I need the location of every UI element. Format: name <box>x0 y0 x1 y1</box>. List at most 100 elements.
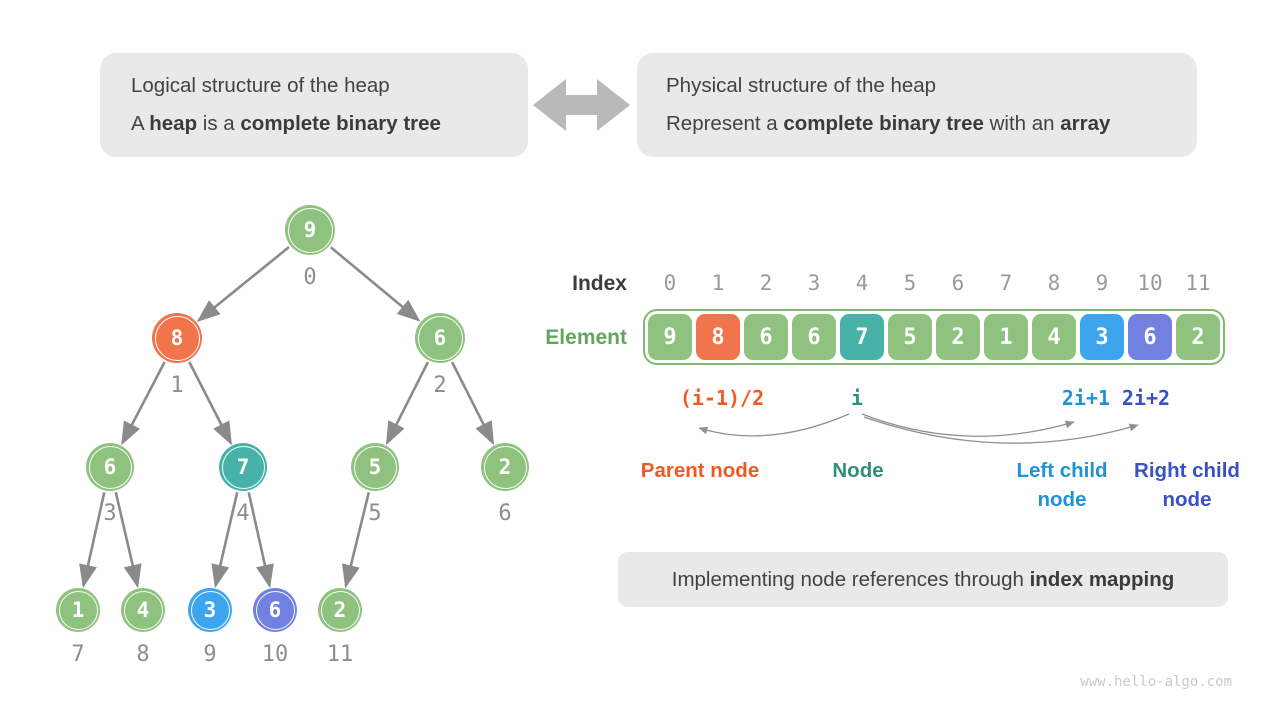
array-index-8: 8 <box>1047 271 1061 295</box>
array-cell-value: 6 <box>807 324 821 350</box>
formula-parent: (i-1)/2 <box>679 386 765 410</box>
tree-node-index-label: 6 <box>498 501 512 526</box>
tree-edge-3-8 <box>114 492 142 589</box>
array-cell-9: 3 <box>1080 314 1124 360</box>
tree-edge-4-9 <box>211 492 239 589</box>
tree-node-7: 1 <box>56 588 100 632</box>
array-index-9: 9 <box>1095 271 1109 295</box>
tree-node-11: 2 <box>318 588 362 632</box>
index-mapping-caption: Implementing node references through ind… <box>671 567 1175 591</box>
tree-node-0: 9 <box>285 205 335 255</box>
tree-edge-5-11 <box>342 491 371 589</box>
tree-node-value: 2 <box>498 455 512 479</box>
tree-node-value: 2 <box>333 598 347 622</box>
array-index-10: 10 <box>1137 271 1163 295</box>
tree-node-6: 2 <box>481 443 529 491</box>
tree-edge-0-2 <box>329 246 421 322</box>
array-cell-value: 4 <box>1047 324 1061 350</box>
formula-left-child: 2i+1 <box>1061 386 1111 410</box>
array-cell-4: 7 <box>840 314 884 360</box>
tree-edge-4-10 <box>247 492 274 589</box>
tree-node-index-label: 0 <box>303 265 317 290</box>
array-cell-8: 4 <box>1032 314 1076 360</box>
tree-edge-1-4 <box>188 361 232 446</box>
tree-node-value: 6 <box>103 455 117 479</box>
array-cell-value: 6 <box>1143 324 1157 350</box>
tree-node-9: 3 <box>188 588 232 632</box>
array-cell-value: 6 <box>759 324 773 350</box>
tree-node-value: 4 <box>136 598 150 622</box>
array-cell-value: 1 <box>999 324 1013 350</box>
tree-node-index-label: 10 <box>261 642 289 667</box>
array-cell-7: 1 <box>984 314 1028 360</box>
tree-node-8: 4 <box>121 588 165 632</box>
tree-node-value: 6 <box>268 598 282 622</box>
tree-edge-1-3 <box>121 361 166 446</box>
tree-edge-2-6 <box>450 361 495 446</box>
array-index-7: 7 <box>999 271 1013 295</box>
index-mapping-caption-box: Implementing node references through ind… <box>618 552 1228 607</box>
tree-node-value: 6 <box>433 326 447 350</box>
array-index-6: 6 <box>951 271 965 295</box>
tree-node-10: 6 <box>253 588 297 632</box>
arrow-node-to-parent <box>698 413 850 437</box>
array-cell-value: 2 <box>1191 324 1205 350</box>
array-index-1: 1 <box>711 271 725 295</box>
tree-node-4: 7 <box>219 443 267 491</box>
tree-node-3: 6 <box>86 443 134 491</box>
array-index-row: 0 1 2 3 4 5 6 7 8 9 10 11 <box>648 270 1220 296</box>
logical-box-line1: Logical structure of the heap <box>131 74 390 97</box>
array-cell-5: 5 <box>888 314 932 360</box>
array-cell-value: 5 <box>903 324 917 350</box>
arrow-node-to-right-child <box>863 416 1139 444</box>
physical-box-line1: Physical structure of the heap <box>666 74 937 97</box>
array-index-5: 5 <box>903 271 917 295</box>
tree-node-index-label: 11 <box>326 642 354 667</box>
tree-node-index-label: 9 <box>203 642 217 667</box>
tree-node-value: 9 <box>303 218 317 242</box>
element-row-title: Element <box>545 326 627 349</box>
array-cell-value: 2 <box>951 324 965 350</box>
array-cell-value: 3 <box>1095 324 1109 350</box>
formula-right-child: 2i+2 <box>1121 386 1171 410</box>
array-cell-0: 9 <box>648 314 692 360</box>
tree-node-index-label: 1 <box>170 373 184 398</box>
tree-node-value: 3 <box>203 598 217 622</box>
tree-node-value: 1 <box>71 598 85 622</box>
array-cell-value: 9 <box>663 324 677 350</box>
array-cell-value: 7 <box>855 324 869 350</box>
formula-node: i <box>850 386 864 410</box>
arrow-node-to-left-child <box>861 413 1075 437</box>
index-mapping-arrows <box>698 413 1139 444</box>
watermark: www.hello-algo.com <box>1080 674 1232 690</box>
physical-structure-box: Physical structure of the heap Represent… <box>637 53 1197 157</box>
tree-node-value: 8 <box>170 326 184 350</box>
array-cell-2: 6 <box>744 314 788 360</box>
tree-node-5: 5 <box>351 443 399 491</box>
array-index-2: 2 <box>759 271 773 295</box>
physical-box-line2: Represent a complete binary tree with an… <box>666 112 1111 135</box>
tree-edge-2-5 <box>385 361 430 446</box>
logical-box-line2: A heap is a complete binary tree <box>131 112 441 135</box>
array-index-11: 11 <box>1185 271 1211 295</box>
label-node: Node <box>832 459 884 482</box>
label-parent: Parent node <box>640 459 760 482</box>
array-index-4: 4 <box>855 271 869 295</box>
tree-node-index-label: 5 <box>368 501 382 526</box>
tree-node-2: 6 <box>415 313 465 363</box>
tree-node-index-label: 4 <box>236 501 250 526</box>
tree-node-index-label: 2 <box>433 373 447 398</box>
array-cell-6: 2 <box>936 314 980 360</box>
logical-structure-box: Logical structure of the heap A heap is … <box>100 53 528 157</box>
array-index-3: 3 <box>807 271 821 295</box>
array-cell-3: 6 <box>792 314 836 360</box>
array-cell-11: 2 <box>1176 314 1220 360</box>
array-index-0: 0 <box>663 271 677 295</box>
array-cell-1: 8 <box>696 314 740 360</box>
tree-node-1: 8 <box>152 313 202 363</box>
tree-edge-0-1 <box>196 245 290 322</box>
